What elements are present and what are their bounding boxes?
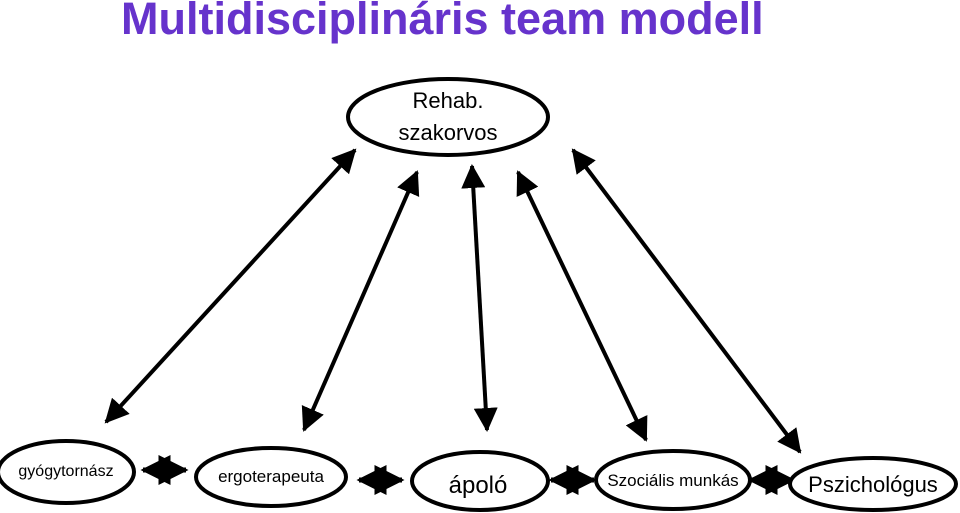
node-apolo: ápoló	[410, 450, 550, 512]
arrow-rehab-ergoterapeuta	[301, 170, 420, 432]
arrow-rehab-gyogytornasz	[104, 148, 357, 424]
node-rehab-label-line2: szakorvos	[398, 120, 497, 145]
node-ergoterapeuta-ellipse	[194, 446, 348, 508]
node-apolo-ellipse	[410, 450, 550, 512]
node-pszichologus-ellipse	[788, 456, 958, 512]
node-szocialis-label: Szociális munkás	[607, 471, 738, 490]
node-ergoterapeuta-label: ergoterapeuta	[218, 467, 324, 486]
node-gyogytornasz-label: gyógytornász	[18, 463, 113, 480]
node-rehab-label-line1: Rehab.	[413, 88, 484, 113]
arrow-rehab-szocialis	[516, 170, 648, 442]
arrow-rehab-pszichologus	[571, 148, 802, 454]
node-szocialis-ellipse	[594, 449, 752, 511]
node-gyogytornasz: gyógytornász	[0, 439, 136, 505]
arrow-rehab-apolo	[461, 164, 498, 432]
node-apolo-label: ápoló	[449, 472, 508, 499]
node-szocialis-munkas: Szociális munkás	[594, 449, 752, 511]
node-pszichologus: Pszichológus	[788, 456, 958, 512]
node-gyogytornasz-ellipse	[0, 439, 136, 505]
node-rehab-ellipse	[346, 77, 550, 157]
node-ergoterapeuta: ergoterapeuta	[194, 446, 348, 508]
page-title: Multidisciplináris team modell	[121, 0, 764, 44]
node-rehab-szakorvos: Rehab. szakorvos	[346, 77, 550, 157]
node-pszichologus-label: Pszichológus	[808, 472, 938, 497]
